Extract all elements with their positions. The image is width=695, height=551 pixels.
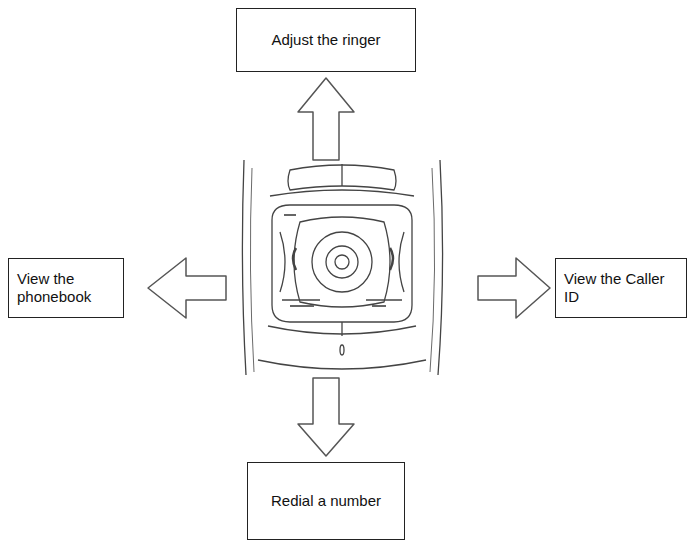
up-arrow	[298, 78, 354, 160]
handset	[242, 160, 442, 375]
box-label: View the phonebook	[17, 270, 113, 306]
box-label: Redial a number	[271, 492, 381, 510]
label-box: Redial a number	[247, 462, 405, 540]
box-label: Adjust the ringer	[271, 31, 380, 49]
left-arrow	[148, 258, 226, 318]
key-marks	[284, 214, 386, 307]
label-box: Adjust the ringer	[236, 8, 416, 72]
label-box: View the Caller ID	[555, 258, 687, 318]
box-label: View the Caller ID	[564, 270, 676, 306]
label-box: View the phonebook	[8, 258, 124, 318]
right-arrow	[478, 258, 550, 318]
down-arrow	[298, 378, 354, 456]
